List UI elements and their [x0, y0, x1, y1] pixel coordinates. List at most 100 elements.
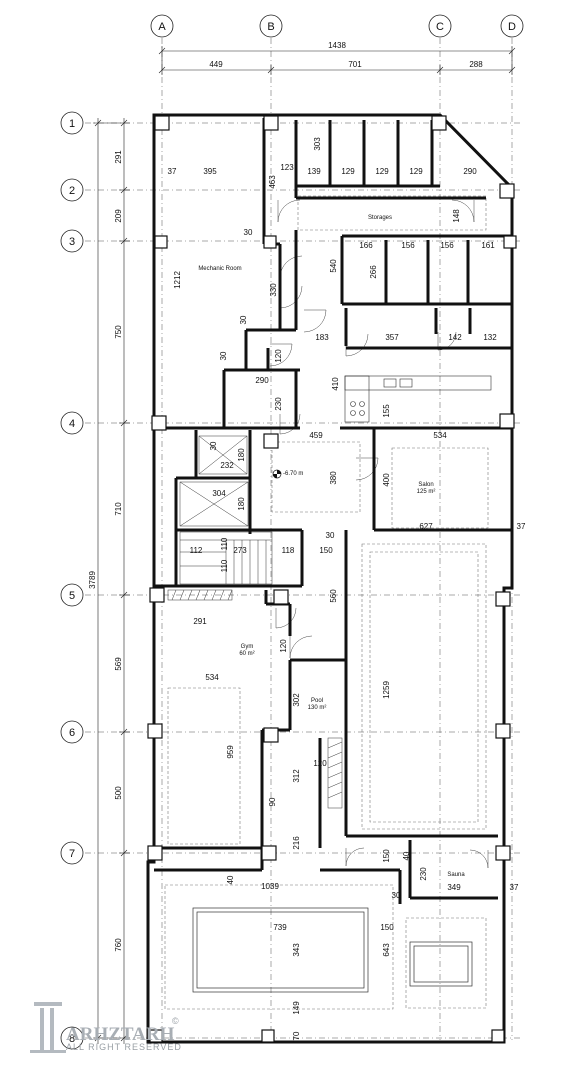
dim-row-45: 710: [114, 502, 123, 516]
svg-text:B: B: [267, 21, 274, 33]
grid-bubble-col-c: C: [428, 14, 452, 38]
dim-40a: 40: [402, 851, 411, 860]
dim-col-ab: 449: [209, 60, 223, 69]
dim-463: 463: [268, 175, 277, 189]
dim-1039: 1039: [261, 882, 279, 891]
dim-627: 627: [419, 522, 433, 531]
dim-183: 183: [315, 333, 329, 342]
dim-410: 410: [331, 377, 340, 391]
top-dimension-lines: [158, 46, 516, 75]
dashed-outlines: [164, 195, 489, 1010]
dim-129c: 129: [409, 167, 423, 176]
svg-text:D: D: [508, 21, 516, 33]
dim-273: 273: [233, 546, 247, 555]
grid-bubble-row-4: 4: [60, 411, 84, 435]
dim-row-67: 500: [114, 786, 123, 800]
dim-643: 643: [382, 943, 391, 957]
watermark-brand: ARHZTARH: [66, 1024, 175, 1045]
room-pool-area: 130 m²: [308, 705, 327, 711]
dim-357: 357: [385, 333, 399, 342]
dim-col-cd: 288: [469, 60, 483, 69]
dim-291: 291: [193, 617, 207, 626]
grid-bubbles: A B C D 1 2 3 4: [60, 14, 524, 1050]
dim-303: 303: [313, 137, 322, 151]
svg-text:8: 8: [69, 1033, 75, 1045]
dim-139: 139: [307, 167, 321, 176]
dim-120a: 120: [274, 349, 283, 363]
room-labels: Storages Mechanic Room -6.70 m Salon 125…: [198, 215, 465, 878]
dim-395: 395: [203, 167, 217, 176]
dim-120c: 120: [313, 759, 327, 768]
dim-30d: 30: [209, 441, 218, 450]
dim-149: 149: [292, 1001, 301, 1015]
dim-266: 266: [369, 265, 378, 279]
dim-110a: 110: [220, 537, 229, 550]
dim-1212: 1212: [173, 271, 182, 289]
svg-text:7: 7: [69, 848, 75, 860]
left-dimension-lines: [93, 118, 130, 1044]
dim-132: 132: [483, 333, 497, 342]
dim-166: 166: [359, 241, 373, 250]
dim-156a: 156: [401, 241, 415, 250]
kitchen-counter: [344, 375, 492, 423]
dim-150b: 150: [382, 849, 391, 863]
dim-161: 161: [481, 241, 495, 250]
dim-330: 330: [269, 283, 278, 297]
grid-bubble-row-2: 2: [60, 178, 84, 202]
grid-bubble-row-5: 5: [60, 583, 84, 607]
dim-120b: 120: [279, 639, 288, 653]
svg-text:2: 2: [69, 185, 75, 197]
interior-dimensions: 37 395 123 139 129 129 129 290 303 463 1…: [168, 137, 526, 1041]
dim-180b: 180: [237, 497, 246, 511]
dim-90: 90: [268, 797, 277, 806]
dim-150a: 150: [319, 546, 333, 555]
room-pool: Pool: [311, 698, 323, 704]
svg-text:4: 4: [69, 418, 75, 430]
dim-349: 349: [447, 883, 461, 892]
dim-959: 959: [226, 745, 235, 759]
dim-37a: 37: [168, 167, 177, 176]
dim-123: 123: [280, 163, 294, 172]
pool-outlines: [192, 907, 473, 993]
dim-overall-height: 3789: [88, 571, 97, 589]
watermark-mark: ©: [172, 1016, 180, 1026]
dim-560: 560: [329, 589, 338, 603]
watermark-logo-icon: [30, 1002, 66, 1053]
svg-text:A: A: [158, 21, 166, 33]
dim-129a: 129: [341, 167, 355, 176]
dim-row-23: 209: [114, 209, 123, 223]
room-gym: Gym: [241, 644, 254, 650]
dim-129b: 129: [375, 167, 389, 176]
dim-overall-width: 1438: [328, 41, 346, 50]
grid-bubble-row-7: 7: [60, 841, 84, 865]
svg-text:3: 3: [69, 236, 75, 248]
dim-739: 739: [273, 923, 287, 932]
dim-290b: 290: [255, 376, 269, 385]
dim-112: 112: [190, 546, 203, 555]
dim-540: 540: [329, 259, 338, 273]
svg-text:1: 1: [69, 118, 75, 130]
dim-37c: 37: [510, 883, 519, 892]
dim-459: 459: [309, 431, 323, 440]
grid-bubble-row-1: 1: [60, 111, 84, 135]
watermark-tagline: ALL RIGHT RESERVED: [66, 1042, 182, 1052]
dim-230b: 230: [419, 867, 428, 881]
walls: [146, 113, 514, 1044]
hatch-strip: [167, 589, 343, 809]
dim-232: 232: [220, 461, 234, 470]
room-salon: Salon: [418, 482, 433, 488]
dim-400: 400: [382, 473, 391, 487]
grid-bubble-row-6: 6: [60, 720, 84, 744]
grid-lines: [85, 38, 520, 1040]
dim-1259: 1259: [382, 681, 391, 699]
level-marker: -6.70 m: [272, 469, 303, 479]
dim-380: 380: [329, 471, 338, 485]
stairs-and-lifts: [179, 435, 273, 585]
dim-150c: 150: [380, 923, 394, 932]
dim-40b: 40: [226, 875, 235, 884]
dim-row-12: 291: [114, 150, 123, 164]
dim-180a: 180: [237, 448, 246, 462]
svg-text:6: 6: [69, 727, 75, 739]
dim-row-34: 750: [114, 325, 123, 339]
